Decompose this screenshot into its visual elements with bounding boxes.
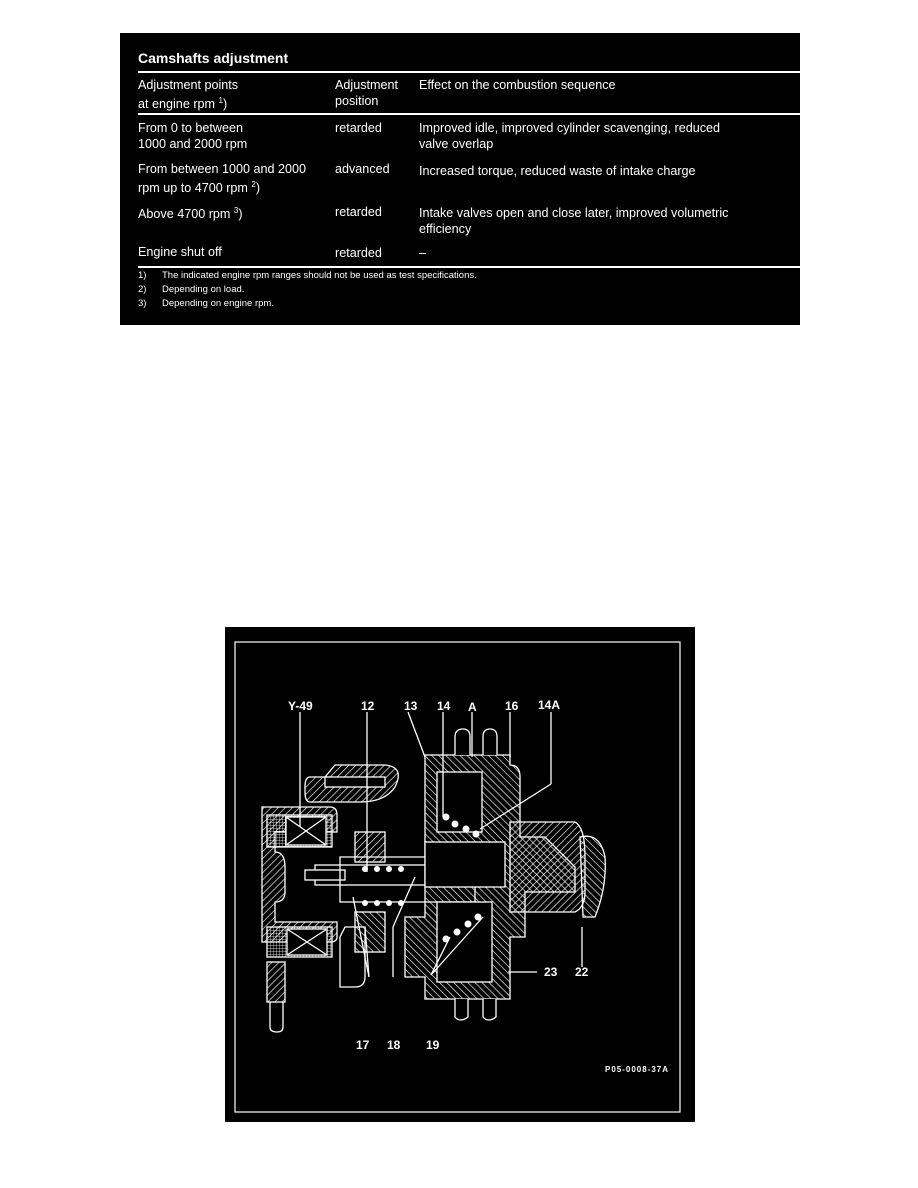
header-rpm-line2: at engine rpm 1) (138, 96, 228, 112)
row-4-effect: – (419, 246, 427, 260)
row-2-rpm: From between 1000 and 2000 rpm up to 470… (138, 162, 307, 196)
row-1-effect: Improved idle, improved cylinder scaveng… (419, 121, 721, 151)
header-effect: Effect on the combustion sequence (419, 78, 616, 92)
label-14a: 14A (538, 698, 561, 712)
row-3-position: retarded (335, 205, 382, 219)
header-position-line2: position (335, 94, 379, 108)
label-14: 14 (437, 699, 451, 713)
label-18: 18 (387, 1038, 401, 1052)
label-23: 23 (544, 965, 558, 979)
label-16: 16 (505, 699, 519, 713)
row-4-rpm: Engine shut off (138, 245, 222, 259)
row-2-position: advanced (335, 162, 390, 176)
row-3-effect: Intake valves open and close later, impr… (419, 206, 729, 236)
header-position: Adjustment position (335, 77, 398, 109)
header-rpm: Adjustment points at engine rpm 1) (138, 77, 238, 112)
label-y49: Y-49 (288, 699, 313, 713)
label-17: 17 (356, 1038, 370, 1052)
row-2-effect: Increased torque, reduced waste of intak… (419, 164, 696, 178)
mechanical-drawing-icon (234, 641, 681, 1113)
header-position-line1: Adjustment (335, 78, 398, 92)
header-rpm-line1: Adjustment points (138, 78, 239, 92)
label-13: 13 (404, 699, 418, 713)
table-title: Camshafts adjustment (138, 50, 289, 66)
row-3-rpm: Above 4700 rpm 3) (138, 206, 243, 222)
divider (138, 71, 800, 73)
row-1-position: retarded (335, 121, 382, 135)
label-22: 22 (575, 965, 589, 979)
camshaft-adjustment-table: Camshafts adjustment Adjustment points a… (120, 33, 800, 325)
divider (138, 266, 800, 268)
camshaft-adjuster-cross-section-diagram: Y-49 12 13 14 A 16 14A 23 22 17 18 19 P0… (225, 627, 695, 1122)
row-4-position: retarded (335, 246, 382, 260)
label-a: A (468, 700, 477, 714)
label-12: 12 (361, 699, 375, 713)
divider (138, 113, 800, 115)
label-19: 19 (426, 1038, 440, 1052)
figure-code: P05-0008-37A (605, 1065, 670, 1074)
